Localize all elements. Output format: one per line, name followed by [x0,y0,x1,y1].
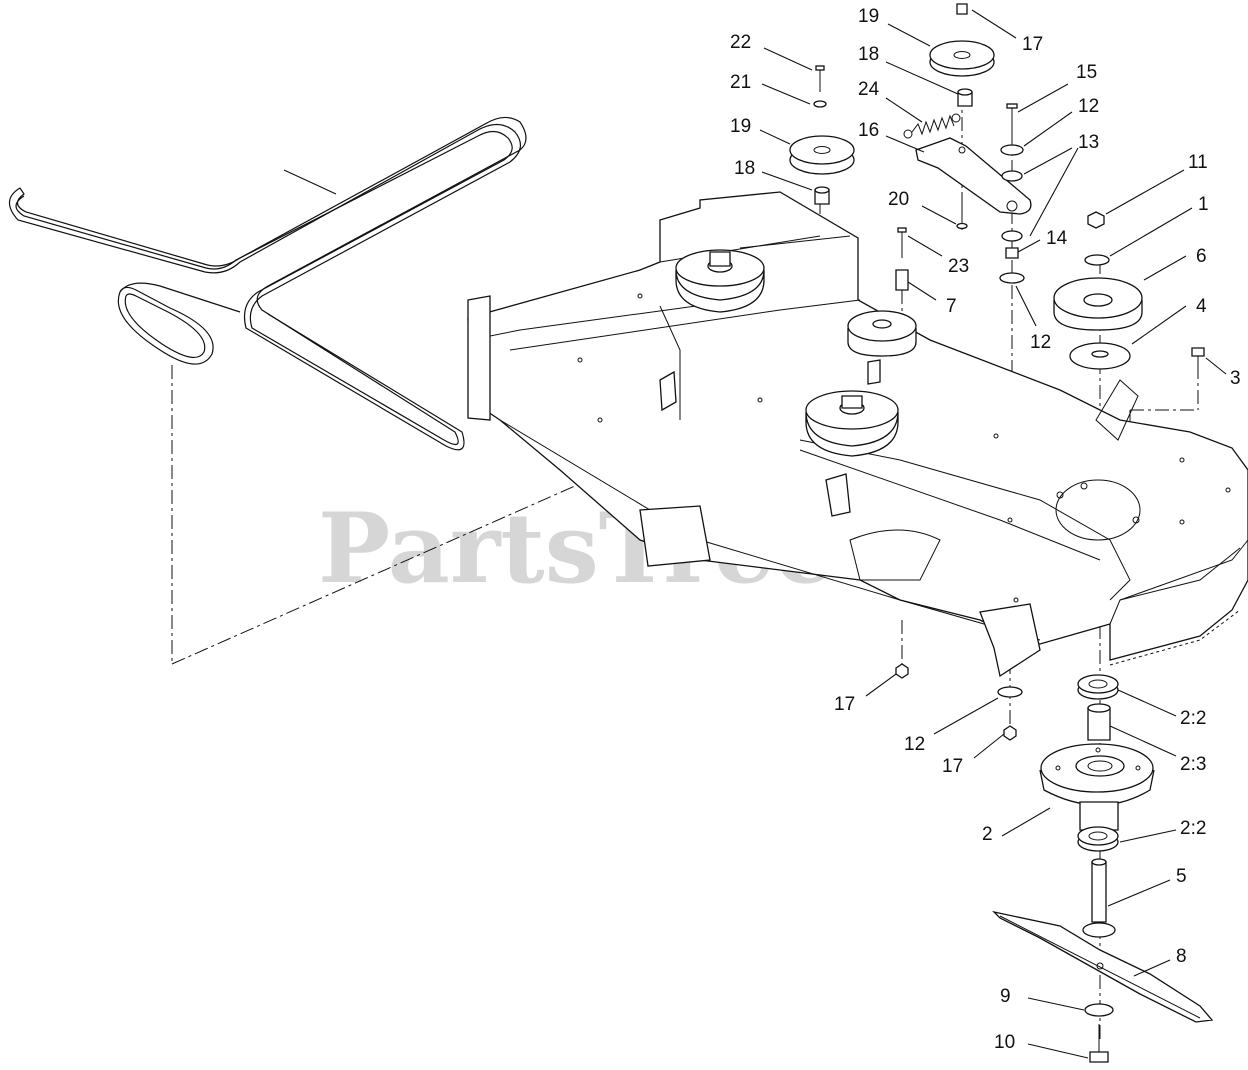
nut-17-lower [1003,725,1017,741]
cover-4 [1069,342,1131,370]
callout-10: 10 [994,1032,1015,1053]
callout-3: 3 [1230,368,1241,389]
callout-2-2-bottom: 2:2 [1180,818,1206,839]
deck-pulley-center [805,390,899,457]
bolt-22-mid [895,227,909,291]
idler-arm-15 [915,137,1032,215]
nut-17-left [895,663,909,679]
spacer-18-top [957,88,973,107]
washers-12-13 [999,144,1025,284]
callout-20: 20 [888,189,909,210]
deck-pulley-left [675,249,765,313]
callout-11: 11 [1188,152,1208,173]
pulley-19-left [789,135,855,175]
belt [8,116,527,451]
callout-15: 16 [858,120,879,141]
callout-17-top: 17 [1022,34,1043,55]
callout-4: 4 [1196,296,1207,317]
bearing-2-2-top [1077,674,1119,700]
callout-7: 7 [946,296,957,317]
callout-14: 14 [1046,228,1068,249]
bolt-20 [956,196,968,230]
callout-17-lower: 17 [942,756,963,777]
callout-5: 5 [1176,866,1187,887]
callout-12-lower: 12 [904,734,925,755]
callout-2: 2 [982,824,993,845]
idler-pulley-7 [847,310,917,385]
spindle-housing-2 [1039,743,1155,831]
callout-18-left: 18 [734,158,755,179]
callout-2-2-top: 2:2 [1180,708,1206,729]
callout-9: 9 [1000,986,1011,1007]
callout-19-left: 19 [730,116,751,137]
callout-18-top: 18 [858,44,879,65]
callout-13: 13 [1078,132,1099,153]
blade-8 [991,910,1214,1023]
spring-23 [903,113,961,139]
nut-11 [1087,211,1105,229]
callout-2-3: 2:3 [1180,754,1206,775]
callout-22-top: 22 [730,32,751,53]
spacer-2-3 [1087,703,1111,741]
washer-9 [1084,1003,1114,1017]
callout-6: 6 [1196,246,1207,267]
callout-16: 15 [1076,62,1097,83]
spindle-shaft-5 [1082,858,1116,938]
callout-17-left: 17 [834,694,855,715]
bolt-10 [1089,1024,1109,1063]
callout-8: 8 [1176,946,1187,967]
callout-1: 1 [1198,194,1209,215]
callout-12-mid: 12 [1030,332,1051,353]
callout-21: 21 [730,72,751,93]
leader-lines [283,9,1227,1059]
washer-1 [1084,254,1110,266]
pulley-19-top [929,3,995,77]
bolt-22-top [813,65,827,108]
bolt-16 [1006,103,1018,136]
callout-labels: 19 17 22 21 19 18 18 24 16 15 12 13 11 2… [730,6,1241,1053]
callout-23: 24 [858,79,880,100]
washer-12-lower [997,686,1023,698]
callout-19-top: 19 [858,6,879,27]
bearing-2-2-bottom [1077,826,1119,852]
callout-12-top: 12 [1078,96,1099,117]
callout-22-mid: 23 [948,256,969,277]
pulley-6 [1053,277,1143,331]
spacer-18-left [814,186,830,205]
bolt-3 [1191,347,1205,370]
